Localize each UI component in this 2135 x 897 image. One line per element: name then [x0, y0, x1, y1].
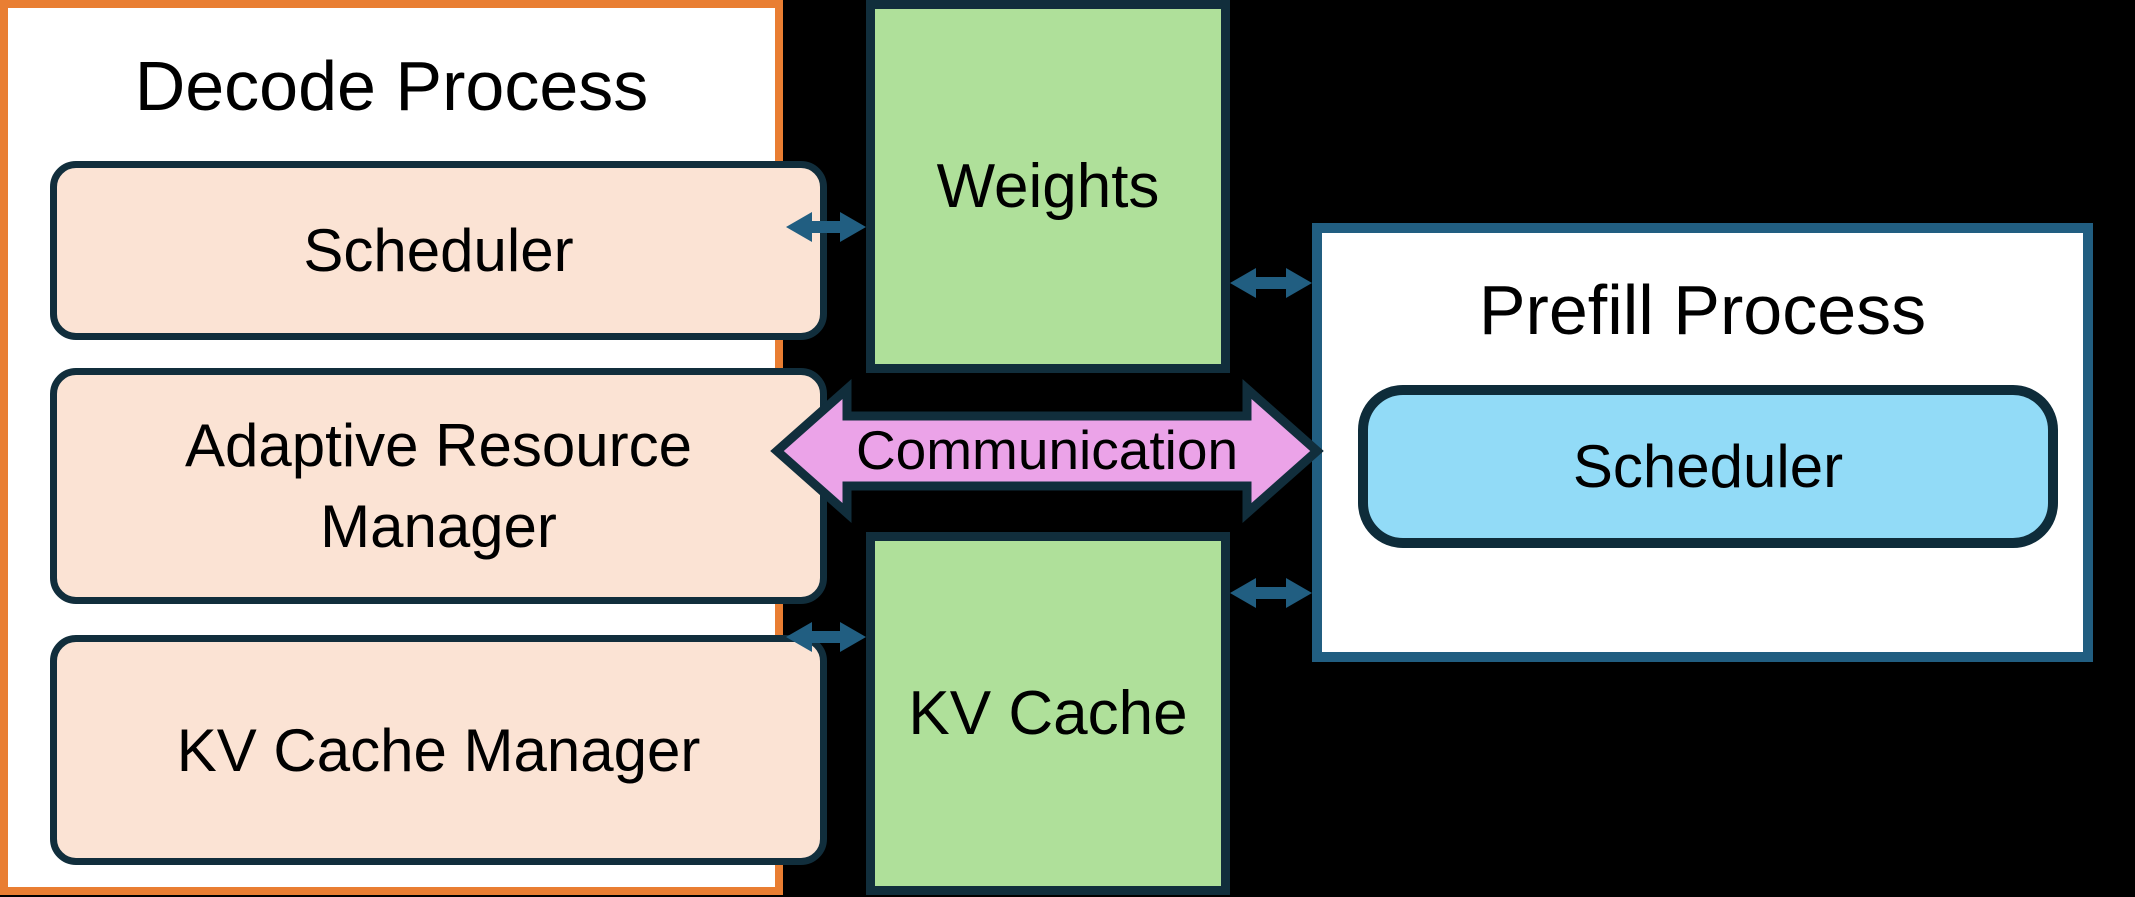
- kv-cache-box: KV Cache: [866, 532, 1230, 895]
- arrow-weights-prefill-icon: [1230, 268, 1312, 298]
- decode-scheduler-box: Scheduler: [50, 161, 827, 340]
- arrow-kvcache-prefill-icon: [1230, 578, 1312, 608]
- kv-cache-manager-label: KV Cache Manager: [176, 716, 701, 784]
- weights-box: Weights: [866, 0, 1230, 373]
- adaptive-resource-manager-label: Adaptive Resource Manager: [185, 412, 692, 560]
- prefill-process-title: Prefill Process: [1478, 271, 1927, 349]
- prefill-process-box: Prefill Process Scheduler: [1312, 223, 2093, 662]
- kv-cache-manager-box: KV Cache Manager: [50, 635, 827, 865]
- prefill-scheduler-label: Scheduler: [1572, 432, 1844, 500]
- decode-process-box: Decode Process Scheduler Adaptive Resour…: [0, 0, 827, 895]
- adaptive-resource-manager-box: Adaptive Resource Manager: [50, 368, 827, 604]
- weights-label: Weights: [936, 151, 1160, 221]
- kv-cache-label: KV Cache: [908, 678, 1188, 748]
- decode-scheduler-label: Scheduler: [303, 217, 574, 284]
- prefill-scheduler-box: Scheduler: [1358, 385, 2058, 548]
- decode-process-title: Decode Process: [134, 47, 649, 125]
- communication-label: Communication: [855, 419, 1239, 481]
